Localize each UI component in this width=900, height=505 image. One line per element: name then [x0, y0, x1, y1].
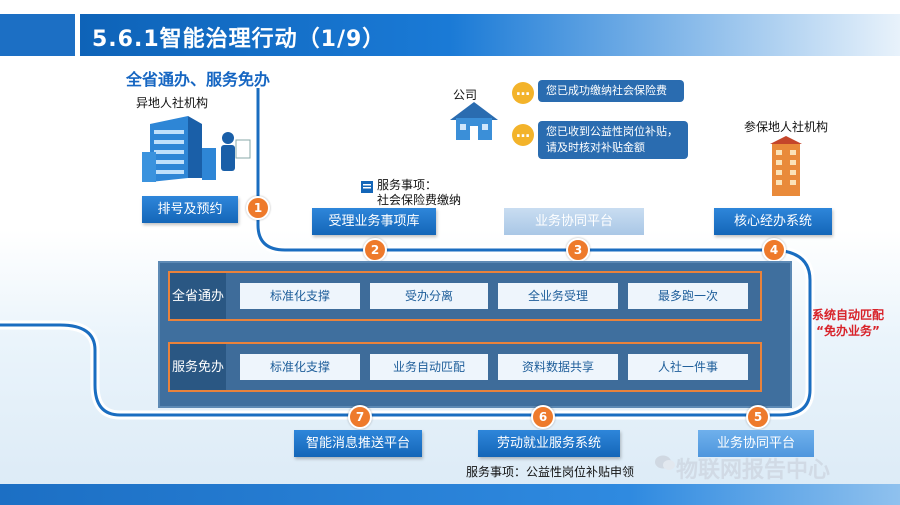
employment-service-system-button[interactable]: 劳动就业服务系统 — [478, 430, 620, 457]
core-handling-system-button[interactable]: 核心经办系统 — [714, 208, 832, 235]
document-icon — [361, 181, 373, 193]
panel-row: 服务免办 标准化支撑 业务自动匹配 资料数据共享 人社一件事 — [168, 342, 762, 392]
row-tag: 全省通办 — [170, 273, 226, 319]
building-icon — [142, 116, 251, 182]
watermark-text: 物联网报告中心 — [676, 458, 831, 483]
company-label: 公司 — [453, 88, 478, 102]
chat-bubble-icon: … — [512, 124, 534, 146]
message-payment-success: 您已成功缴纳社会保险费 — [538, 80, 684, 102]
auto-match-line1: 系统自动匹配 — [812, 308, 885, 322]
step-marker: 2 — [363, 238, 387, 262]
auto-match-note: 系统自动匹配 “免办业务” — [812, 307, 884, 339]
capability-cell: 标准化支撑 — [240, 354, 360, 380]
step-marker: 6 — [531, 405, 555, 429]
capability-cell: 标准化支撑 — [240, 283, 360, 309]
service-item-title: 服务事项： — [377, 178, 438, 192]
capability-cell: 人社一件事 — [628, 354, 748, 380]
house-icon — [450, 102, 498, 140]
chat-bubble-icon: … — [512, 82, 534, 104]
step-marker: 3 — [566, 238, 590, 262]
collaboration-platform-top-button[interactable]: 业务协同平台 — [504, 208, 644, 235]
capability-panel: 全省通办 标准化支撑 受办分离 全业务受理 最多跑一次 服务免办 标准化支撑 业… — [158, 261, 792, 408]
office-tower-icon — [770, 136, 802, 196]
step-marker: 7 — [348, 405, 372, 429]
title-accent-block — [0, 14, 75, 56]
capability-cell: 资料数据共享 — [498, 354, 618, 380]
message-subsidy-received: 您已收到公益性岗位补贴，请及时核对补贴金额 — [538, 121, 688, 159]
panel-row: 全省通办 标准化支撑 受办分离 全业务受理 最多跑一次 — [168, 271, 762, 321]
insured-agency-label: 参保地人社机构 — [744, 120, 829, 134]
row-tag: 服务免办 — [170, 344, 226, 390]
step-marker: 5 — [746, 405, 770, 429]
remote-agency-label: 异地人社机构 — [136, 96, 209, 110]
collaboration-platform-bottom-button[interactable]: 业务协同平台 — [698, 430, 814, 457]
capability-cell: 业务自动匹配 — [370, 354, 488, 380]
step-marker: 1 — [246, 196, 270, 220]
section-title: 全省通办、服务免办 — [126, 70, 271, 89]
step-marker: 4 — [762, 238, 786, 262]
business-item-library-button[interactable]: 受理业务事项库 — [312, 208, 436, 235]
title-bar — [80, 14, 900, 56]
capability-cell: 最多跑一次 — [628, 283, 748, 309]
message-push-platform-button[interactable]: 智能消息推送平台 — [294, 430, 422, 457]
bottom-service-item: 服务事项：公益性岗位补贴申领 — [466, 465, 635, 479]
page-title: 5.6.1智能治理行动（1/9） — [92, 27, 386, 52]
wechat-icon — [655, 455, 675, 470]
capability-cell: 全业务受理 — [498, 283, 618, 309]
bottom-strip — [0, 484, 900, 505]
queue-booking-button[interactable]: 排号及预约 — [142, 196, 238, 223]
capability-cell: 受办分离 — [370, 283, 488, 309]
auto-match-line2: “免办业务” — [816, 324, 880, 338]
service-item-value: 社会保险费缴纳 — [377, 193, 462, 207]
